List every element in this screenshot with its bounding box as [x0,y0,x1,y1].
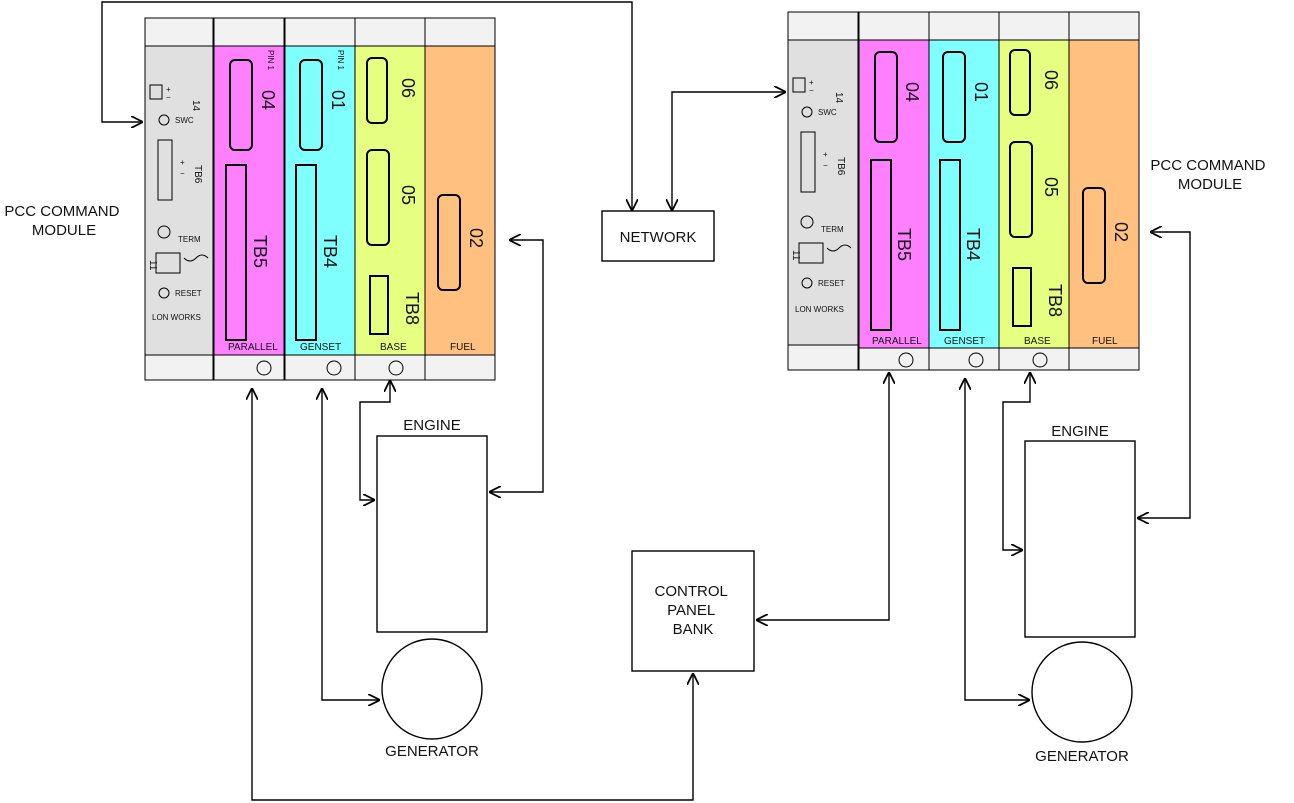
right-base-connector-top-label: 06 [1041,70,1061,90]
right-generator-circle [1031,641,1133,743]
wire-right-fuel-to-engine [1137,232,1191,518]
left-engine-box [376,435,488,633]
wire-left-fuel-to-engine [489,240,544,492]
right-base-label: BASE [1024,336,1051,347]
left-pcc-module-label: PCC COMMAND MODULE [4,203,123,239]
svg-text:+: + [823,150,828,159]
right-engine-label: ENGINE [1051,423,1109,440]
svg-text:−: − [823,161,828,170]
right-genset-label: GENSET [944,336,985,347]
left-engine-label: ENGINE [403,417,461,434]
wire-left-parallel-to-control-panel [252,388,693,801]
left-base-connector-top-label: 06 [398,78,418,98]
right-engine-box [1024,440,1136,638]
left-fuel-label: FUEL [450,342,476,353]
network-label: NETWORK [620,229,697,246]
right-tb6-label: TB6 [835,157,846,176]
right-base-card: 06 05 TB8 BASE [998,11,1070,371]
right-command-module: +− 14 SWC +− TB6 TERM 11 RESET LON WORKS [787,11,859,371]
wire-right-genset-to-generator [965,378,1030,700]
left-reset-label: RESET [175,289,202,298]
left-command-module: +− 14 SWC +− TB6 TERM 11 RESET LON WORKS [144,17,214,381]
right-fuel-connector-label: 02 [1111,222,1131,242]
svg-text:+: + [180,158,185,167]
left-genset-connector-label: 01 [328,90,348,110]
left-genset-pin-label: PIN 1 [336,50,345,71]
right-term-label: TERM [821,225,844,234]
network-box [601,210,715,262]
left-pin-14-label: 14 [190,100,201,112]
right-lonworks-label: LON WORKS [795,305,844,314]
left-tb6-label: TB6 [192,165,203,184]
right-pcc-line-2: MODULE [1178,176,1242,193]
right-genset-connector-label: 01 [971,82,991,102]
right-genset-card: 01 TB4 GENSET [928,11,1000,371]
right-base-connector-mid-label: 05 [1041,177,1061,197]
left-base-terminal-label: TB8 [402,292,422,325]
svg-text:−: − [809,86,814,95]
left-pin-11-label: 11 [147,260,158,271]
right-pcc-line-1: PCC COMMAND [1150,157,1265,174]
wire-left-module-to-network [101,1,632,211]
right-pcc-module-label: PCC COMMAND MODULE [1150,157,1269,193]
cpb-line-1: CONTROL [655,583,728,600]
wire-left-genset-to-generator [322,388,380,700]
left-genset-label: GENSET [300,342,341,353]
svg-text:+: + [809,78,814,87]
right-generator-label: GENERATOR [1035,748,1129,765]
wire-network-to-right-module [672,92,786,211]
left-parallel-pin-label: PIN 1 [266,50,275,71]
right-reset-label: RESET [818,279,845,288]
cpb-line-3: BANK [673,621,714,638]
left-parallel-terminal-label: TB5 [250,235,270,268]
left-pcc-line-1: PCC COMMAND [4,203,119,220]
left-base-card: 06 05 TB8 BASE [354,17,426,381]
right-fuel-card: 02 FUEL [1068,11,1140,371]
left-lonworks-label: LON WORKS [152,313,201,322]
cpb-line-2: PANEL [667,602,715,619]
left-swc-label: SWC [175,116,194,125]
right-pcc-rack: +− 14 SWC +− TB6 TERM 11 RESET LON WORKS… [787,11,1140,371]
svg-text:−: − [166,93,171,102]
right-genset-terminal-label: TB4 [963,228,983,261]
right-parallel-terminal-label: TB5 [894,228,914,261]
left-base-connector-mid-label: 05 [398,185,418,205]
right-parallel-label: PARALLEL [872,336,922,347]
svg-text:−: − [180,169,185,178]
wire-right-base-to-engine [1002,372,1030,550]
left-generator-circle [381,638,483,740]
left-fuel-card: 02 FUEL [424,17,496,381]
left-pcc-rack: +− 14 SWC +− TB6 TERM 11 RESET LON WORKS… [144,17,496,381]
right-pin-11-label: 11 [790,250,801,261]
left-genset-card: 01 PIN 1 TB4 GENSET [284,17,356,381]
left-generator-label: GENERATOR [385,743,479,760]
right-swc-label: SWC [818,108,837,117]
right-fuel-label: FUEL [1092,336,1118,347]
right-base-terminal-label: TB8 [1045,284,1065,317]
svg-text:+: + [166,85,171,94]
wire-right-parallel-to-control-panel [756,372,889,620]
left-base-label: BASE [380,342,407,353]
left-fuel-connector-label: 02 [466,228,486,248]
left-parallel-connector-label: 04 [258,90,278,110]
left-pcc-line-2: MODULE [32,222,96,239]
right-parallel-card: 04 TB5 PARALLEL [858,11,930,371]
left-parallel-card: 04 PIN 1 TB5 PARALLEL [213,17,285,381]
left-term-label: TERM [178,235,201,244]
right-parallel-connector-label: 04 [902,82,922,102]
right-pin-14-label: 14 [833,92,844,104]
left-genset-terminal-label: TB4 [320,235,340,268]
left-parallel-label: PARALLEL [228,342,278,353]
